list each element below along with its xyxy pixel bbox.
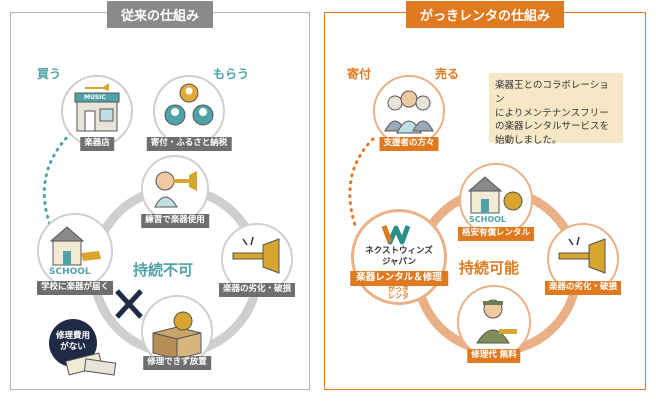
caption-repair-free: 修理代 無料 <box>467 349 521 363</box>
school-circle: SCHOOL <box>37 213 113 289</box>
caption-school-delivery: 学校に楽器が届く <box>36 281 114 295</box>
company-name-line1: ネクストウィンズ <box>365 246 433 256</box>
no-repair-cost-line1: 修理費用 <box>55 331 90 341</box>
company-name-line2: ジャパン <box>381 256 416 267</box>
nextwinds-logo-icon <box>381 225 411 245</box>
school-sign: SCHOOL <box>469 215 507 224</box>
caption-abandon: 修理できず放置 <box>143 356 211 370</box>
broken-trumpet-icon <box>558 236 606 274</box>
practice-circle <box>141 155 209 223</box>
unsustainable-label: 持続不可 <box>133 261 194 279</box>
company-circle: ネクストウィンズ ジャパン がっき レンタ <box>351 209 447 305</box>
school-rental-circle: SCHOOL <box>459 163 533 237</box>
description-line-3: の楽器レンタルサービスを <box>495 121 610 133</box>
sustainable-label: 持続可能 <box>459 259 520 277</box>
music-store-icon <box>74 83 120 132</box>
caption-rental-repair: 楽器レンタル＆修理 <box>350 271 448 286</box>
donation-circle <box>153 75 225 147</box>
description-line-2: によりメンテナンスフリー <box>495 107 609 119</box>
supporters-circle <box>373 75 445 147</box>
abandon-circle <box>141 295 213 367</box>
school-building-icon <box>49 226 101 266</box>
school-building-icon <box>467 176 523 214</box>
receive-label: もらう <box>213 67 250 81</box>
school-sign: SCHOOL <box>49 267 91 277</box>
music-sign: MUSIC <box>84 94 106 101</box>
caption-supporters: 支援者の方々 <box>379 137 439 151</box>
sell-label: 売る <box>435 67 460 81</box>
repair-technician-icon <box>476 299 517 344</box>
supporters-icon <box>384 90 434 134</box>
brand-mark: がっき レンタ <box>388 285 409 301</box>
buy-label: 買う <box>37 67 62 81</box>
conventional-system-title: 従来の仕組み <box>106 1 214 28</box>
brand-line1: がっき <box>388 285 409 293</box>
description-line-4: 始動しました。 <box>495 135 562 147</box>
brand-line2: レンタ <box>388 292 409 301</box>
gakki-renta-panel: がっきレンタの仕組み 寄付 売る 支援者の方々 楽器王とのコラボレーション によ… <box>324 1 646 390</box>
conventional-system-panel: 従来の仕組み 買う もらう MUSIC 楽器店 寄付・ふるさと納税 <box>10 1 310 390</box>
no-repair-cost-line2: がない <box>60 341 86 352</box>
donate-label: 寄付 <box>347 67 372 81</box>
caption-donation: 寄付・ふるさと納税 <box>146 137 232 151</box>
abandoned-box-icon <box>152 311 202 360</box>
caption-cheap-rental: 格安有償レンタル <box>457 227 535 241</box>
money-bills-icon <box>65 352 117 376</box>
caption-music-store: 楽器店 <box>80 137 114 151</box>
broken-trumpet-icon <box>232 236 280 274</box>
caption-degrade: 楽器の劣化・破損 <box>218 283 296 297</box>
caption-practice: 練習で楽器使用 <box>141 214 209 228</box>
donors-icon <box>164 83 214 126</box>
description-box: 楽器王とのコラボレーション によりメンテナンスフリー の楽器レンタルサービスを … <box>489 73 623 146</box>
student-trumpet-icon <box>154 171 197 208</box>
description-line-1: 楽器王とのコラボレーション <box>495 80 609 105</box>
repair-free-circle <box>457 285 531 359</box>
gakki-renta-title: がっきレンタの仕組み <box>405 1 565 28</box>
caption-degrade: 楽器の劣化・破損 <box>544 281 622 295</box>
